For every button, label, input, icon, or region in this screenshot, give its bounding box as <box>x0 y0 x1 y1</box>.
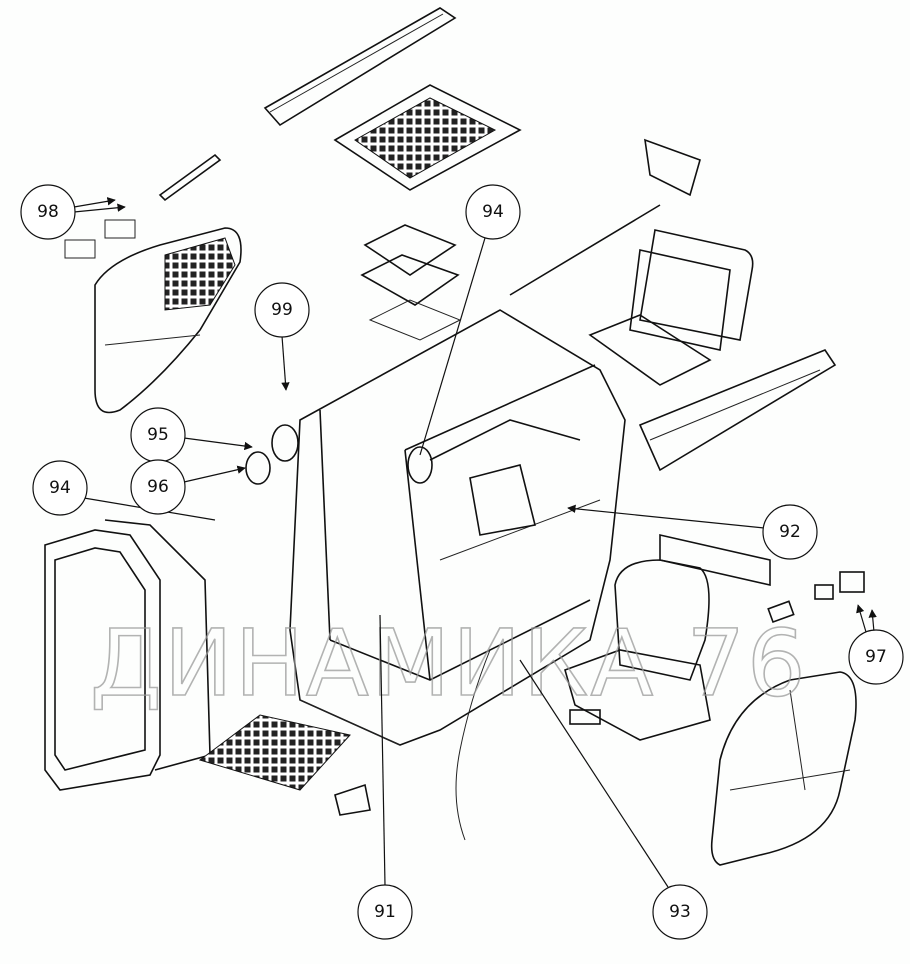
svg-text:94: 94 <box>482 202 504 222</box>
callout-94-left: 94 <box>32 460 88 516</box>
switch-bank <box>64 153 222 259</box>
callout-93: 93 <box>652 884 708 940</box>
callout-99: 99 <box>254 282 310 338</box>
callout-97: 97 <box>848 629 904 685</box>
leader-lines <box>73 197 877 888</box>
right-side-beam <box>638 349 837 472</box>
roof-grid-panel <box>333 84 522 191</box>
callout-91: 91 <box>357 884 413 940</box>
svg-text:99: 99 <box>271 300 293 320</box>
handles-97 <box>767 571 865 624</box>
bracket-rail <box>659 533 771 587</box>
cable <box>455 649 491 841</box>
roof-seals <box>360 224 462 341</box>
floor-mat <box>198 714 351 791</box>
callout-95: 95 <box>130 407 186 463</box>
rear-window <box>629 229 754 351</box>
svg-text:98: 98 <box>37 202 59 222</box>
left-door <box>44 519 211 791</box>
svg-text:91: 91 <box>374 902 396 922</box>
right-window <box>710 671 857 866</box>
cab-frame <box>289 309 626 746</box>
pedal <box>334 783 371 816</box>
svg-text:95: 95 <box>147 425 169 445</box>
svg-text:93: 93 <box>669 902 691 922</box>
roof-beam <box>263 7 457 127</box>
svg-text:96: 96 <box>147 477 169 497</box>
bracket-top <box>644 138 701 197</box>
svg-text:94: 94 <box>49 478 71 498</box>
callout-98: 98 <box>20 184 76 240</box>
plate-with-fans <box>588 314 712 386</box>
callout-94-top: 94 <box>465 184 521 240</box>
callout-96: 96 <box>130 459 186 515</box>
svg-text:92: 92 <box>779 522 801 542</box>
watermark: ДИНАМИКА 76 <box>90 610 808 717</box>
rod <box>509 204 661 296</box>
callout-92: 92 <box>762 504 818 560</box>
lamps <box>245 424 433 485</box>
svg-text:97: 97 <box>865 647 887 667</box>
left-upper-window <box>94 227 242 414</box>
